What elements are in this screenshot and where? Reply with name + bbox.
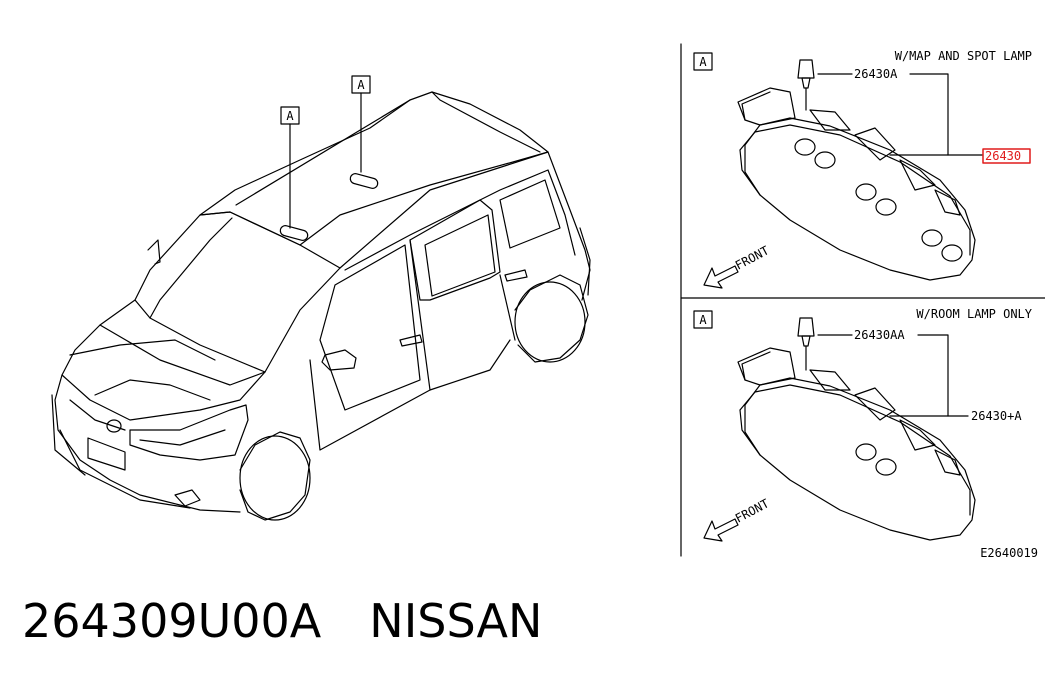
panel-top-heading: W/MAP AND SPOT LAMP — [895, 49, 1032, 63]
panel-bottom-front-label: FRONT — [733, 496, 771, 525]
panel-top-callout-label: A — [699, 55, 707, 69]
highlight-box — [982, 148, 1031, 164]
brand-name: NISSAN — [369, 594, 543, 648]
part-label-26430-highlighted: 26430 — [985, 149, 1021, 163]
panel-bottom-callout-box — [693, 310, 713, 329]
panel-top-callout-box — [693, 52, 713, 71]
callout-a-rear-label: A — [357, 78, 365, 92]
panel-bottom-callout-label: A — [699, 313, 707, 327]
map-spot-lamp-drawing — [703, 59, 983, 289]
room-lamp-drawing — [703, 317, 976, 542]
callout-box-a-rear — [351, 75, 371, 94]
callout-box-a-front — [280, 106, 300, 125]
callout-a-front-label: A — [286, 109, 294, 123]
part-label-26430-plus-a: 26430+A — [971, 409, 1022, 423]
figure-code: E2640019 — [980, 546, 1038, 560]
part-label-26430aa: 26430AA — [854, 328, 905, 342]
panel-top-front-label: FRONT — [733, 243, 771, 272]
part-number: 264309U00A — [22, 594, 322, 648]
car-illustration — [51, 91, 591, 521]
part-label-26430a: 26430A — [854, 67, 898, 81]
panel-bottom-heading: W/ROOM LAMP ONLY — [916, 307, 1032, 321]
